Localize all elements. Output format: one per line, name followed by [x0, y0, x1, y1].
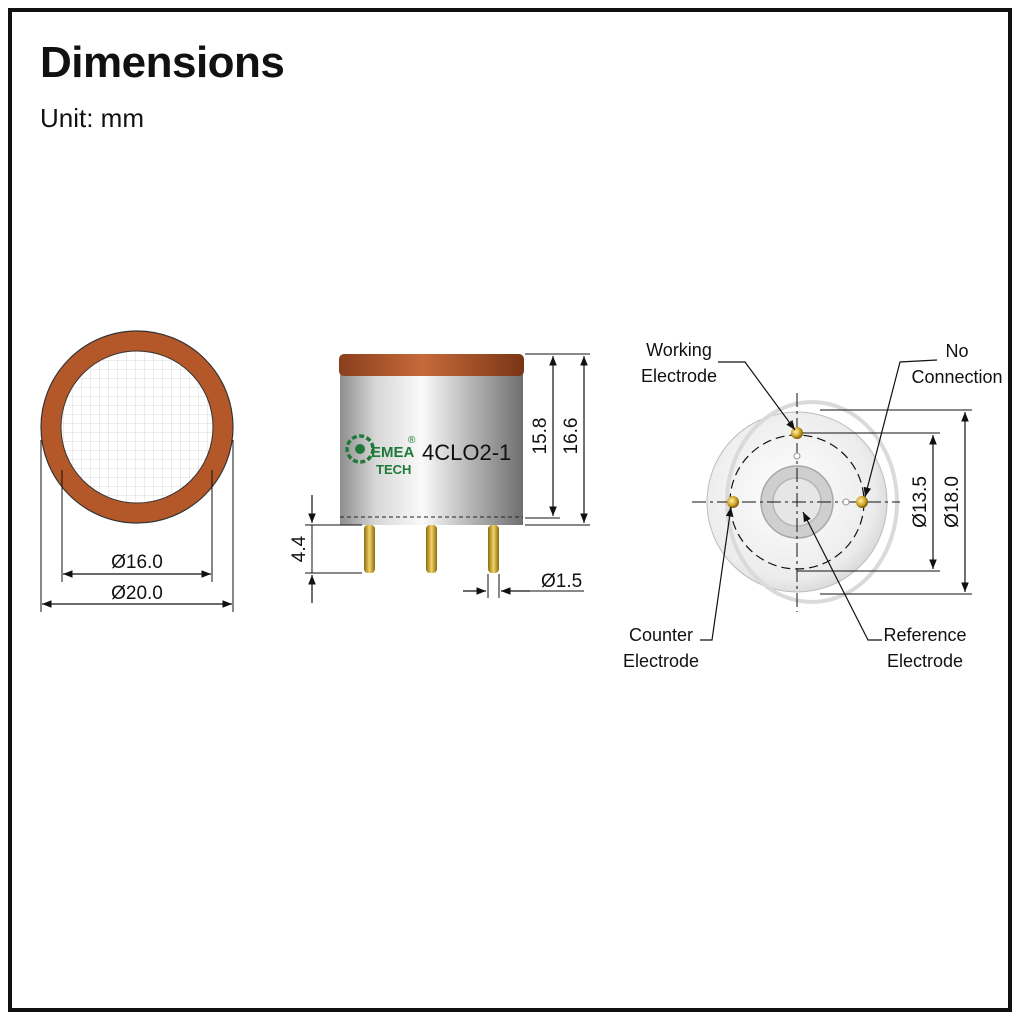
- outer-frame: [8, 8, 1012, 1012]
- logo: EMEA TECH ®: [345, 434, 416, 477]
- sensor-cap: [339, 354, 524, 376]
- logo-gear-icon: [345, 434, 375, 464]
- logo-registered-mark: ®: [408, 435, 416, 446]
- label-reference-electrode-line1: Reference: [883, 625, 966, 645]
- top-view-mesh: [60, 350, 214, 504]
- label-working-electrode-line1: Working: [646, 340, 712, 360]
- dim-total-height: 16.6: [561, 418, 582, 455]
- sensor-body: [340, 372, 523, 525]
- leader-working: [718, 361, 796, 431]
- leader-reference: [802, 511, 882, 641]
- dim-pin-length: 4.4: [289, 535, 310, 562]
- dim-outer-diameter: Ø20.0: [111, 583, 163, 604]
- top-view-orange-ring: [41, 331, 233, 523]
- pin-middle: [426, 525, 437, 573]
- unit-label: Unit: mm: [40, 103, 144, 133]
- side-view: EMEA TECH ® 4CLO2-1 15.8 16.6 4.4 Ø1.5: [289, 353, 590, 603]
- top-view: Ø16.0 Ø20.0: [40, 330, 234, 612]
- logo-text-line1: EMEA: [371, 444, 415, 461]
- top-view-outer-edge: [40, 330, 234, 524]
- label-counter-electrode-line2: Electrode: [623, 651, 699, 671]
- label-no-connection-line2: Connection: [911, 367, 1002, 387]
- page-title: Dimensions: [40, 38, 285, 87]
- label-working-electrode-line2: Electrode: [641, 366, 717, 386]
- working-electrode-pin: [791, 427, 803, 439]
- leader-counter: [700, 506, 734, 641]
- dim-pin-circle-diameter: Ø13.5: [910, 476, 931, 528]
- dim-body-height: 15.8: [530, 418, 551, 455]
- no-connection-pin: [856, 496, 868, 508]
- label-reference-electrode-line2: Electrode: [887, 651, 963, 671]
- dim-body-diameter: Ø18.0: [942, 476, 963, 528]
- dim-pin-diameter: Ø1.5: [541, 571, 582, 592]
- pin-left: [364, 525, 375, 573]
- label-counter-electrode-line1: Counter: [629, 625, 693, 645]
- leader-no-connection: [863, 359, 938, 498]
- logo-text-line2: TECH: [376, 462, 411, 477]
- model-name: 4CLO2-1: [422, 440, 511, 465]
- bottom-view: Ø13.5 Ø18.0 Working Electrode No Connect…: [623, 340, 1003, 671]
- label-no-connection-line1: No: [945, 341, 968, 361]
- pin-right: [488, 525, 499, 573]
- counter-electrode-pin: [727, 496, 739, 508]
- dim-inner-diameter: Ø16.0: [111, 552, 163, 573]
